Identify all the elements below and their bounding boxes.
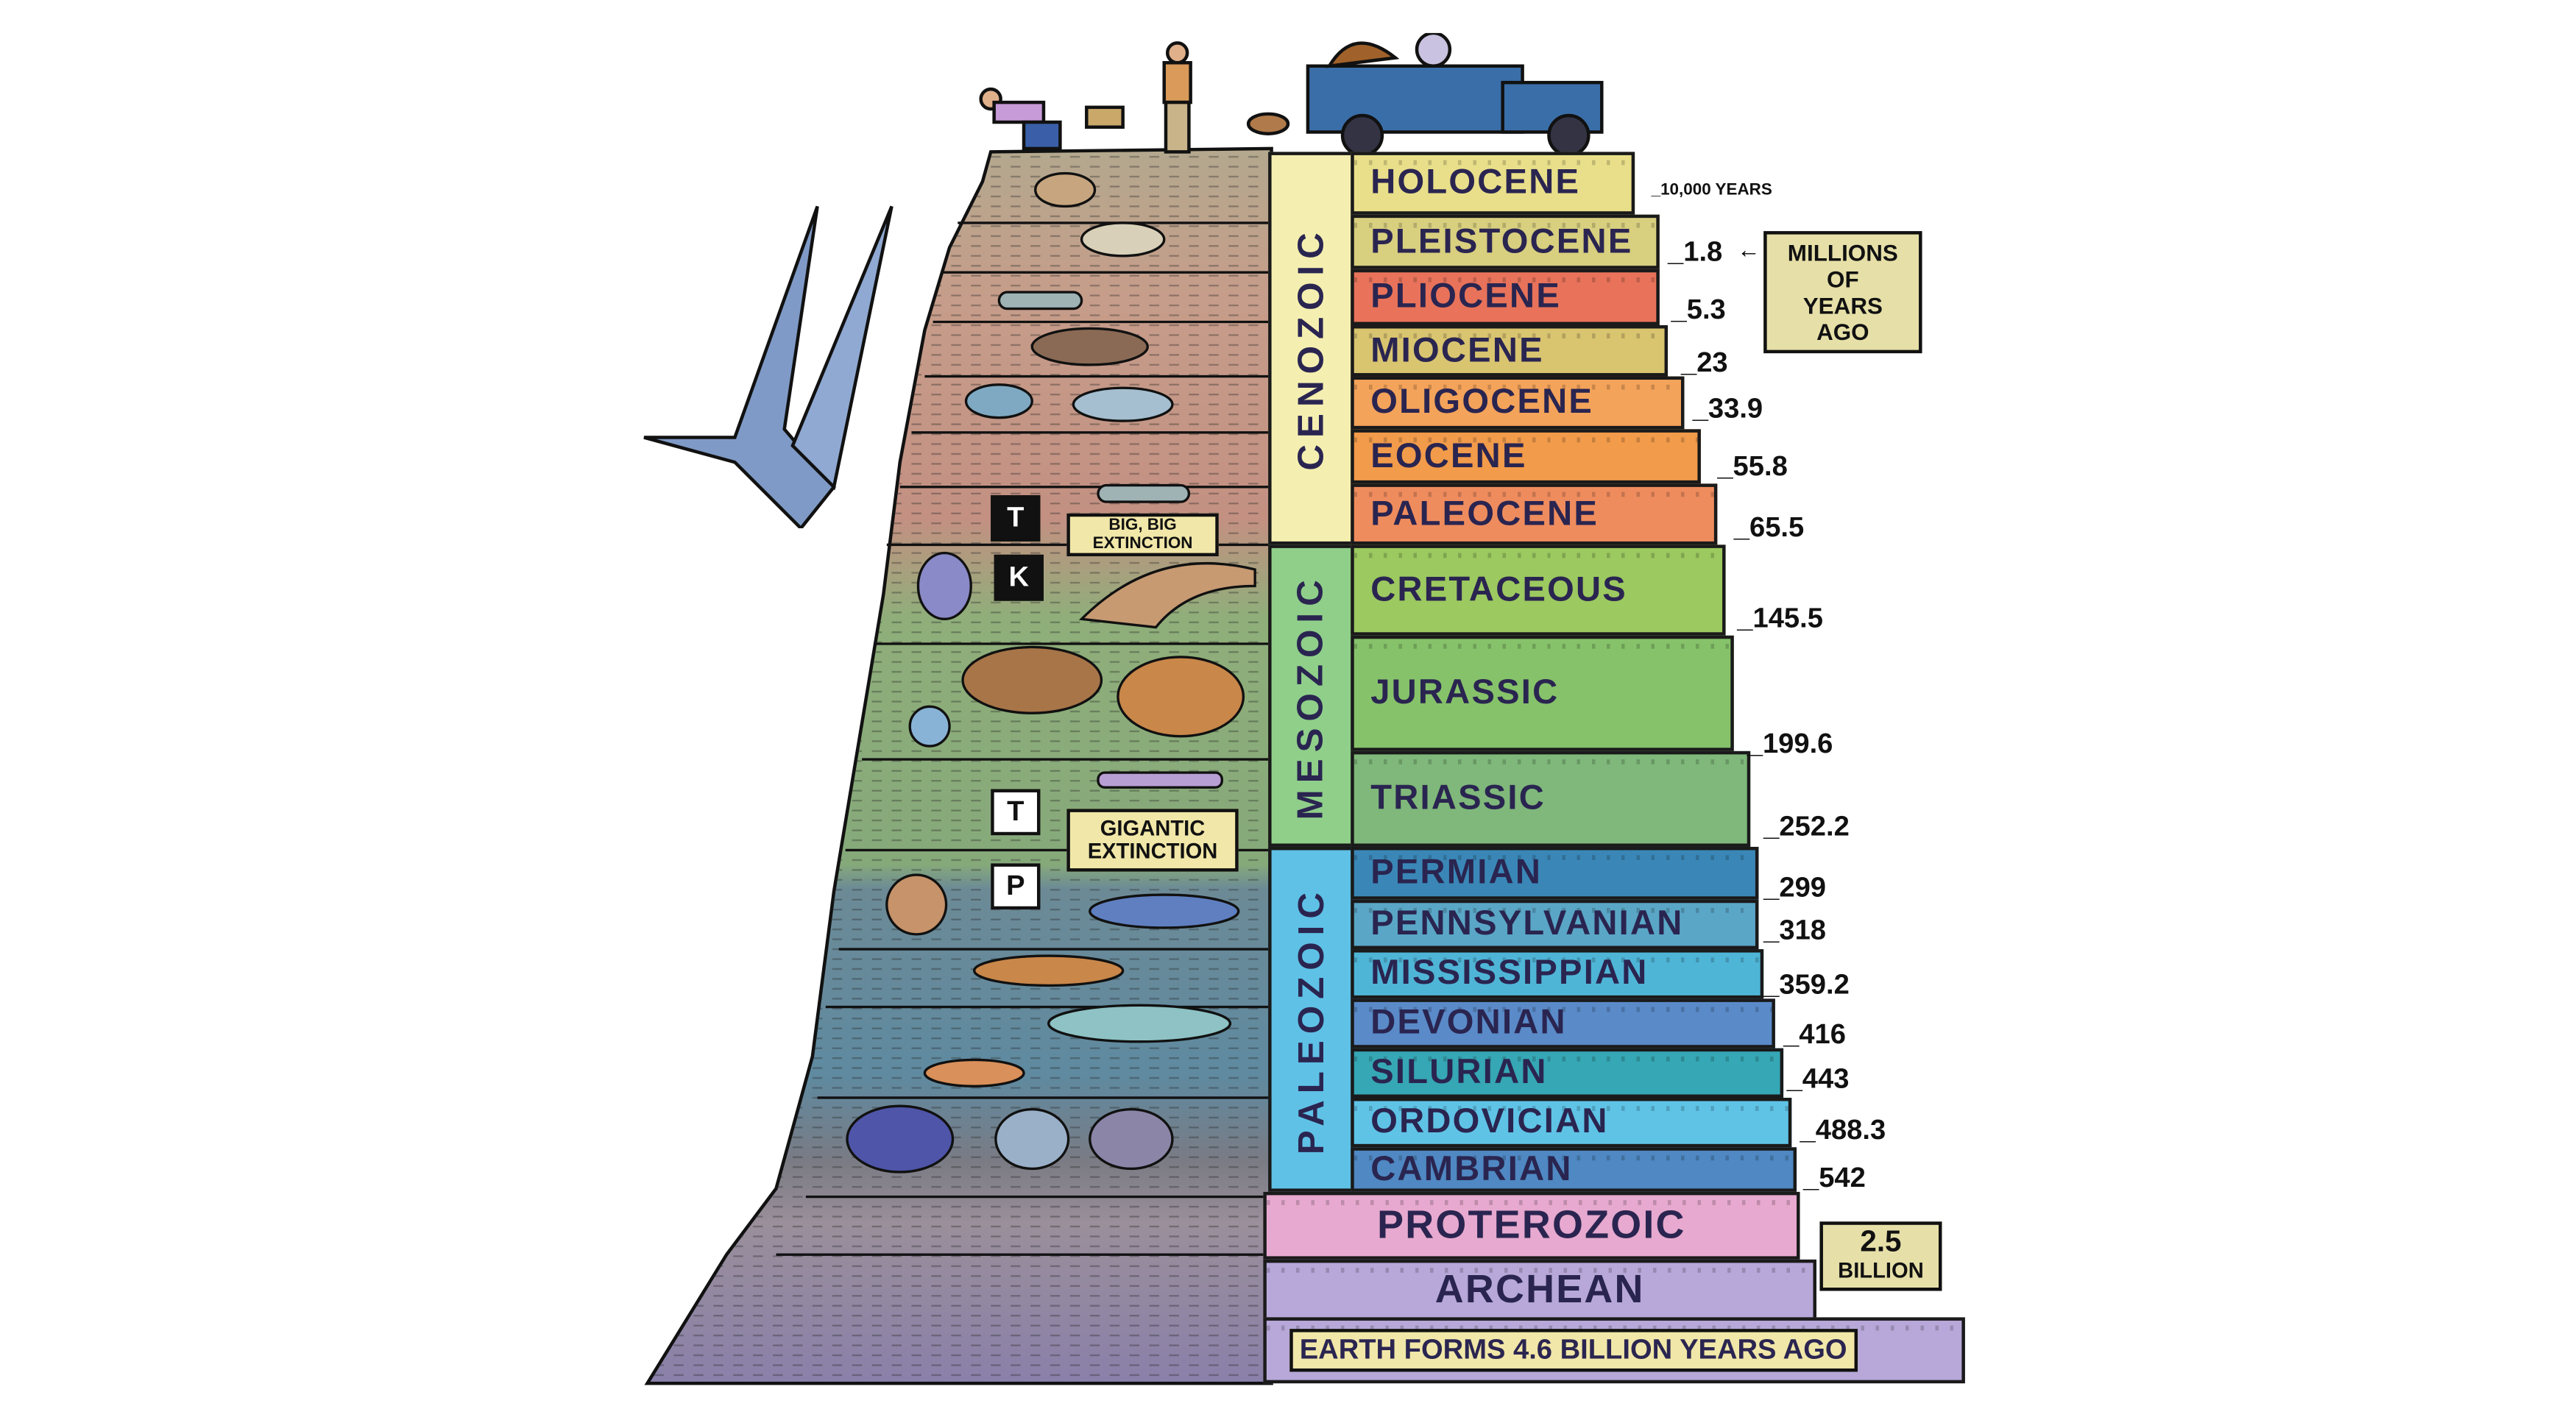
period-eocene: EOCENE: [1351, 429, 1701, 484]
period-oligocene: OLIGOCENE: [1351, 376, 1685, 430]
callout-line: GIGANTIC: [1100, 815, 1206, 840]
fossil-hunters-illustration: [979, 32, 1604, 157]
period-label: PERMIAN: [1370, 853, 1543, 892]
era-label: CENOZOIC: [1289, 226, 1331, 471]
millions-of-years-ago-box: MILLIONS OF YEARS AGO: [1763, 231, 1922, 354]
period-pennsylvanian: PENNSYLVANIAN: [1351, 899, 1759, 950]
period-triassic: TRIASSIC: [1351, 750, 1751, 847]
period-label: TRIASSIC: [1370, 778, 1546, 817]
period-mississippian: MISSISSIPPIAN: [1351, 949, 1764, 999]
age-label: _55.8: [1717, 450, 1788, 483]
period-label: ARCHEAN: [1434, 1266, 1645, 1312]
period-label: SILURIAN: [1370, 1053, 1548, 1092]
period-label: HOLOCENE: [1370, 163, 1581, 202]
boundary-badge-k: K: [994, 554, 1044, 601]
period-label: PROTEROZOIC: [1377, 1202, 1686, 1248]
age-label: _23: [1680, 347, 1728, 378]
age-label: _416: [1783, 1018, 1846, 1050]
period-silurian: SILURIAN: [1351, 1048, 1784, 1098]
units-line: OF: [1827, 266, 1859, 293]
period-ordovician: ORDOVICIAN: [1351, 1097, 1792, 1148]
period-miocene: MIOCENE: [1351, 324, 1669, 377]
era-paleozoic: PALEOZOIC: [1268, 846, 1354, 1192]
period-jurassic: JURASSIC: [1351, 635, 1734, 751]
units-line: AGO: [1816, 319, 1869, 345]
age-label: _488.3: [1800, 1114, 1886, 1146]
pterosaur-illustration: [643, 205, 894, 528]
era-label: PALEOZOIC: [1289, 884, 1331, 1154]
callout-line: EXTINCTION: [1087, 837, 1218, 863]
period-label: MISSISSIPPIAN: [1370, 954, 1649, 993]
period-cambrian: CAMBRIAN: [1351, 1147, 1797, 1192]
kt-extinction-callout: BIG, BIG EXTINCTION: [1066, 513, 1219, 557]
era-label: MESOZOIC: [1289, 572, 1331, 820]
period-label: EOCENE: [1370, 436, 1527, 475]
earth-forms-band: EARTH FORMS 4.6 BILLION YEARS AGO: [1263, 1317, 1965, 1384]
callout-line: EXTINCTION: [1092, 533, 1193, 553]
boundary-badge-t: T: [991, 495, 1041, 542]
period-devonian: DEVONIAN: [1351, 998, 1775, 1048]
period-holocene: HOLOCENE: [1351, 152, 1635, 215]
fossil-icons: [846, 171, 1256, 1174]
period-paleocene: PALEOCENE: [1351, 483, 1718, 545]
period-label: ORDOVICIAN: [1370, 1102, 1609, 1141]
units-line: MILLIONS: [1787, 239, 1898, 266]
period-label: JURASSIC: [1370, 673, 1560, 711]
age-label: _1.8: [1668, 235, 1723, 268]
arrow-icon: ←: [1737, 235, 1761, 263]
period-proterozoic: PROTEROZOIC: [1263, 1191, 1800, 1260]
age-label: _359.2: [1763, 968, 1850, 1001]
pt-extinction-callout: GIGANTIC EXTINCTION: [1066, 809, 1239, 872]
period-label: PLIOCENE: [1370, 277, 1562, 316]
callout-line: BIG, BIG: [1108, 517, 1177, 535]
period-archean: ARCHEAN: [1263, 1259, 1816, 1321]
age-label: _299: [1763, 871, 1827, 904]
era-cenozoic: CENOZOIC: [1268, 152, 1354, 545]
boundary-badge-p: P: [991, 863, 1041, 910]
billion-box: 2.5 BILLION: [1819, 1221, 1942, 1291]
period-label: PALEOCENE: [1370, 494, 1599, 533]
age-label: _199.6: [1747, 728, 1833, 760]
period-label: MIOCENE: [1370, 330, 1544, 369]
period-label: OLIGOCENE: [1370, 383, 1594, 422]
age-label: _65.5: [1733, 511, 1805, 544]
period-pleistocene: PLEISTOCENE: [1351, 214, 1660, 269]
period-pliocene: PLIOCENE: [1351, 269, 1660, 325]
period-label: PENNSYLVANIAN: [1370, 904, 1684, 943]
age-label: _5.3: [1671, 294, 1726, 325]
period-label: DEVONIAN: [1370, 1004, 1567, 1042]
period-label: PLEISTOCENE: [1370, 221, 1633, 260]
age-label: _33.9: [1692, 392, 1763, 425]
period-permian: PERMIAN: [1351, 846, 1759, 900]
billion-value: 2.5: [1860, 1224, 1902, 1258]
period-label: CAMBRIAN: [1370, 1149, 1573, 1188]
age-label: _318: [1763, 914, 1827, 946]
age-label: _10,000 YEARS: [1651, 181, 1772, 200]
era-mesozoic: MESOZOIC: [1268, 544, 1354, 847]
age-label: _443: [1786, 1062, 1850, 1095]
period-cretaceous: CRETACEOUS: [1351, 544, 1726, 636]
age-label: _252.2: [1763, 810, 1850, 842]
earth-forms-label: EARTH FORMS 4.6 BILLION YEARS AGO: [1289, 1329, 1858, 1372]
period-label: CRETACEOUS: [1370, 570, 1627, 608]
age-label: _542: [1803, 1162, 1866, 1194]
age-label: _145.5: [1737, 602, 1823, 634]
billion-unit: BILLION: [1838, 1257, 1924, 1283]
boundary-badge-t: T: [991, 789, 1041, 836]
units-line: YEARS: [1802, 292, 1883, 319]
